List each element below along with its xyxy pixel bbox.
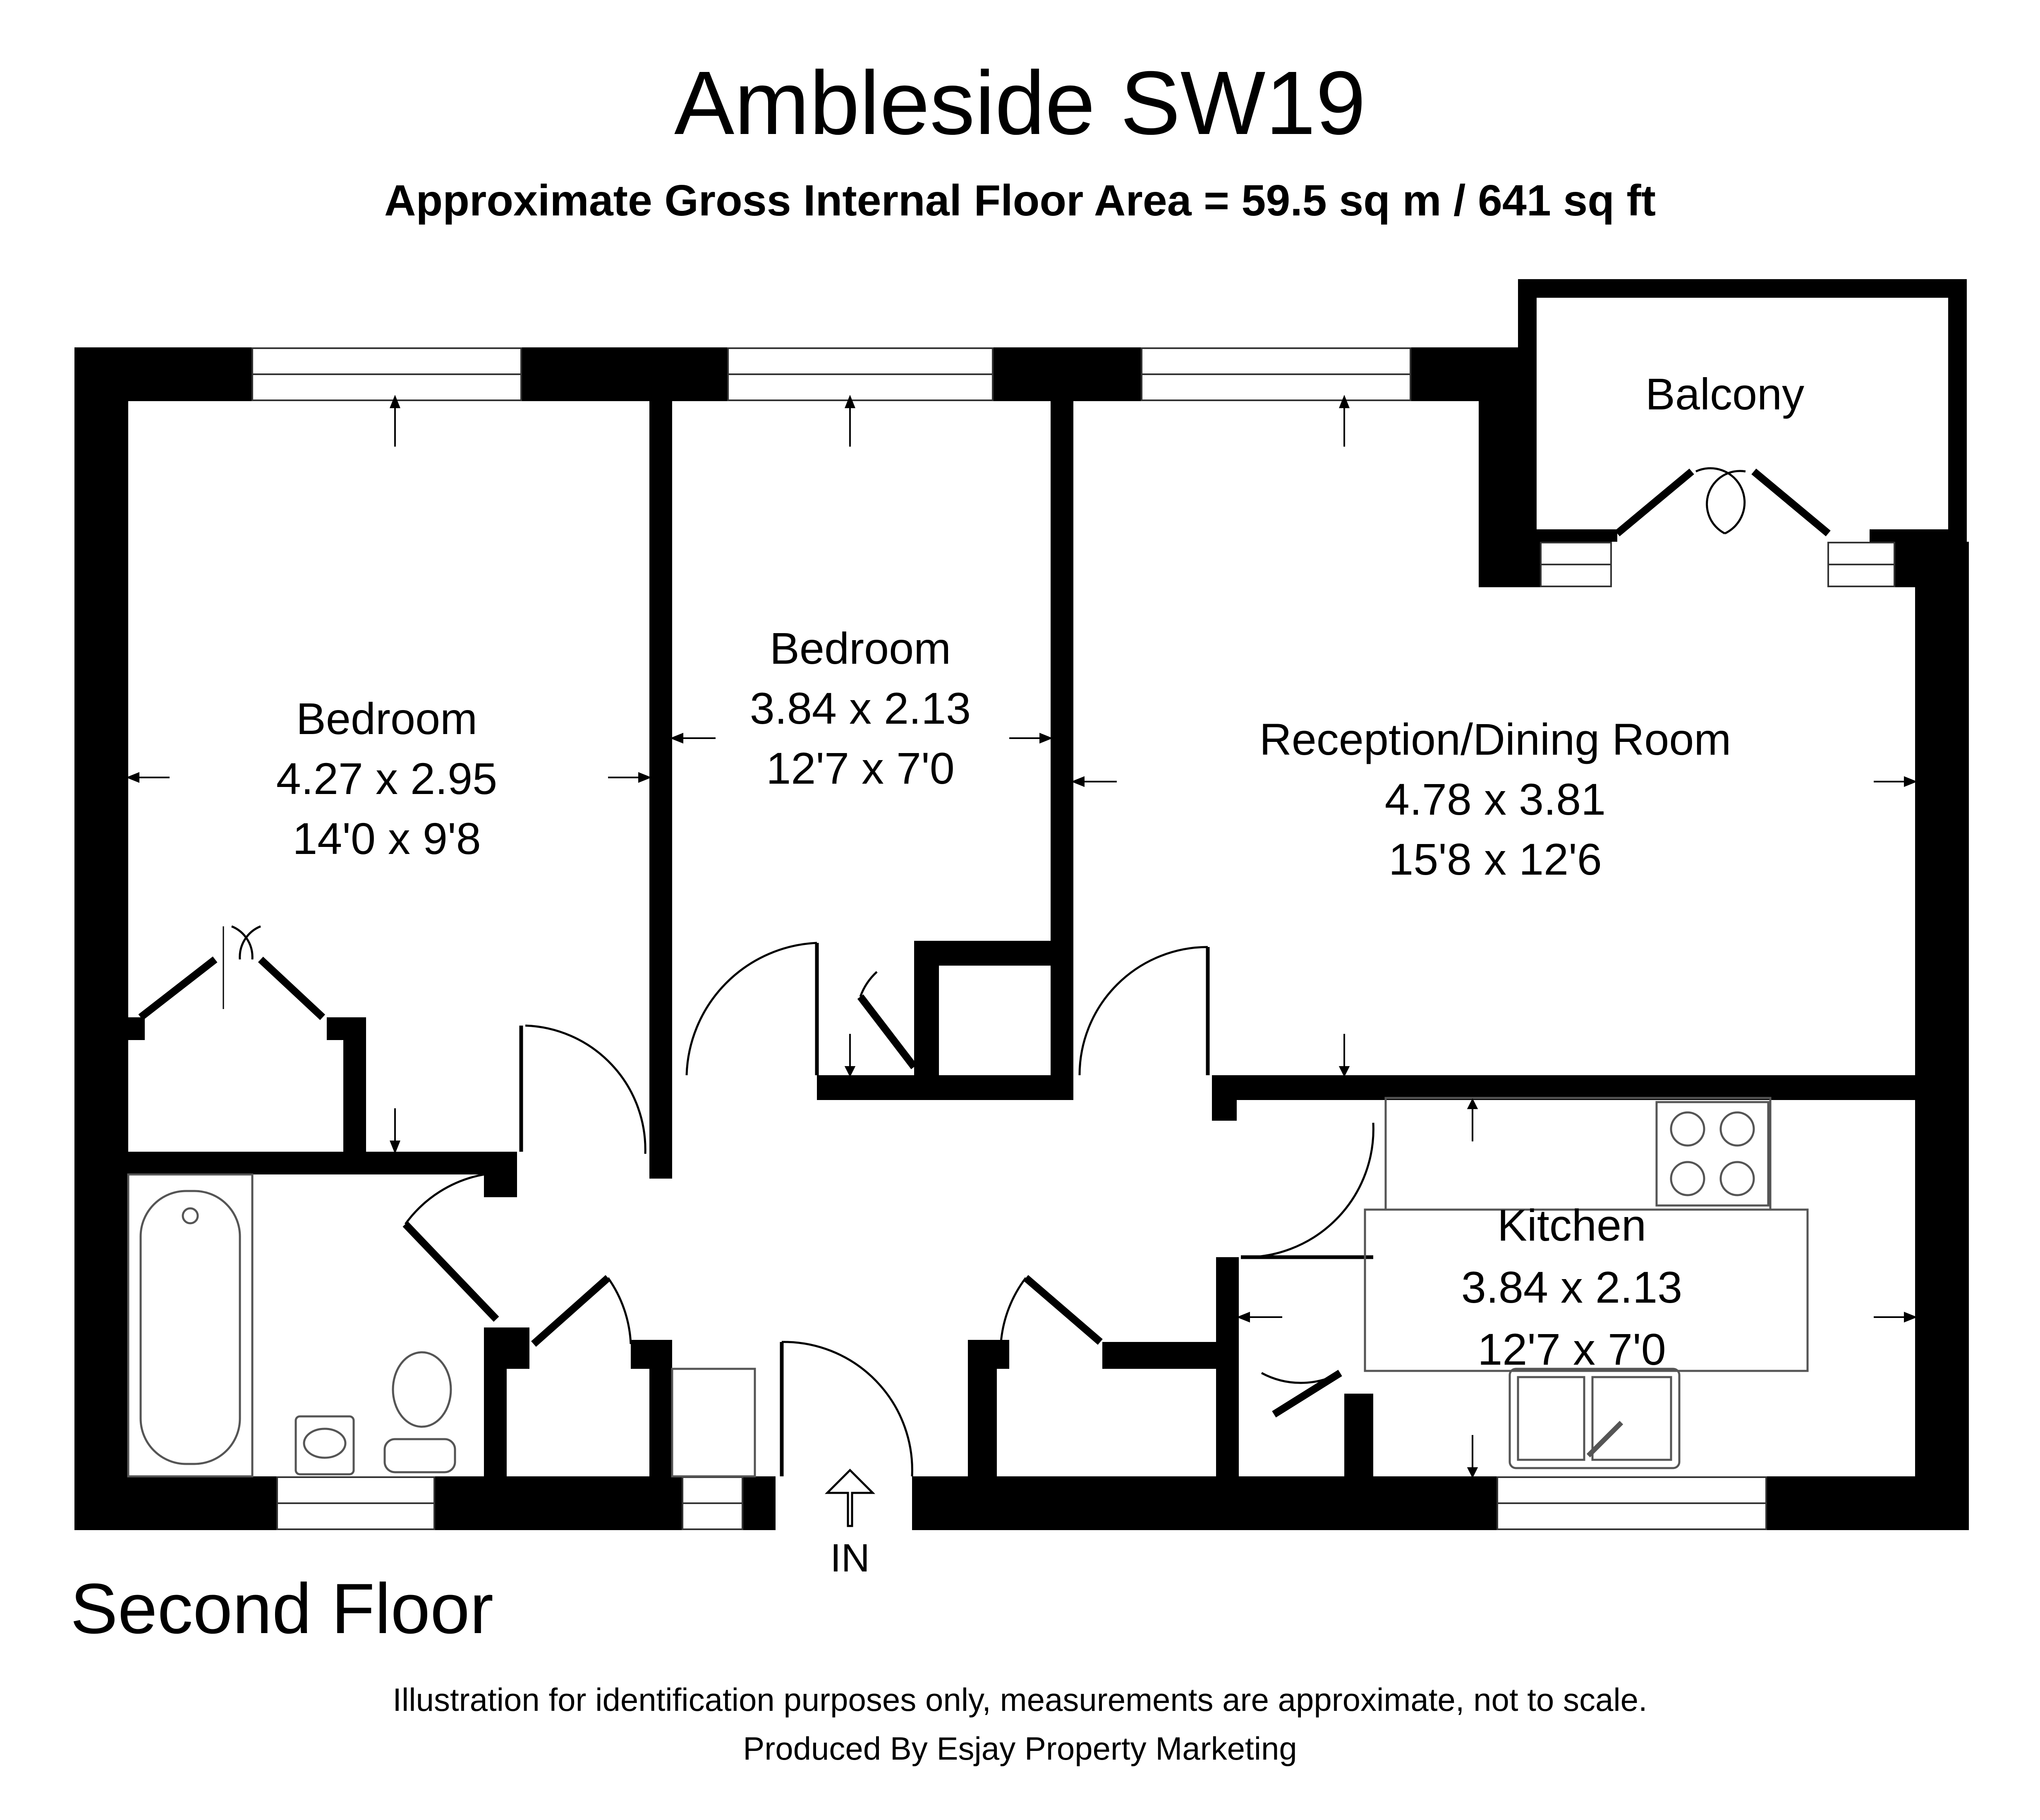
floor-area-summary: Approximate Gross Internal Floor Area = … (384, 176, 1656, 225)
kitchen-sink (1508, 1368, 1681, 1469)
room-name: Kitchen (1497, 1200, 1646, 1250)
room-name: Reception/Dining Room (1259, 714, 1731, 764)
room-metric-size: 3.84 x 2.13 (750, 683, 971, 733)
kitchen-counter-top (1384, 1097, 1772, 1211)
balcony-outline (1518, 279, 1967, 542)
room-metric-size: 3.84 x 2.13 (1461, 1262, 1682, 1312)
windows (251, 347, 1895, 1530)
plan-title: Ambleside SW19 (674, 53, 1366, 153)
outer-walls (74, 347, 1969, 1530)
washbasin (295, 1415, 355, 1476)
room-bedroom-2: Bedroom 3.84 x 2.13 12'7 x 7'0 (750, 623, 971, 793)
floor-label: Second Floor (70, 1569, 494, 1648)
toilet (392, 1351, 452, 1428)
door-swings (138, 467, 1831, 1477)
dimension-arrows (126, 395, 1918, 1478)
bathtub (127, 1173, 254, 1478)
room-metric-size: 4.27 x 2.95 (276, 753, 497, 804)
hall-cupboard (671, 1368, 756, 1478)
room-imperial-size: 15'8 x 12'6 (1389, 834, 1602, 884)
room-name: Bedroom (296, 694, 477, 744)
room-balcony: Balcony (1645, 369, 1804, 419)
entrance-arrow-icon (824, 1468, 876, 1527)
room-name: Bedroom (770, 623, 951, 673)
room-imperial-size: 12'7 x 7'0 (766, 743, 955, 793)
room-metric-size: 4.78 x 3.81 (1385, 774, 1606, 824)
interior-walls (128, 399, 1940, 1480)
hob (1655, 1101, 1769, 1207)
fixtures (127, 1097, 1809, 1478)
room-reception-dining: Reception/Dining Room 4.78 x 3.81 15'8 x… (1259, 714, 1731, 884)
room-name: Balcony (1645, 369, 1804, 419)
room-bedroom-1: Bedroom 4.27 x 2.95 14'0 x 9'8 (276, 694, 497, 863)
room-imperial-size: 12'7 x 7'0 (1477, 1324, 1666, 1374)
entrance-label: IN (830, 1536, 870, 1580)
kitchen-counter-bottom (1364, 1208, 1809, 1372)
disclaimer-text: Illustration for identification purposes… (393, 1681, 1647, 1718)
room-kitchen: Kitchen 3.84 x 2.13 12'7 x 7'0 (1461, 1200, 1682, 1374)
producer-credit: Produced By Esjay Property Marketing (743, 1730, 1297, 1767)
room-imperial-size: 14'0 x 9'8 (292, 813, 481, 863)
